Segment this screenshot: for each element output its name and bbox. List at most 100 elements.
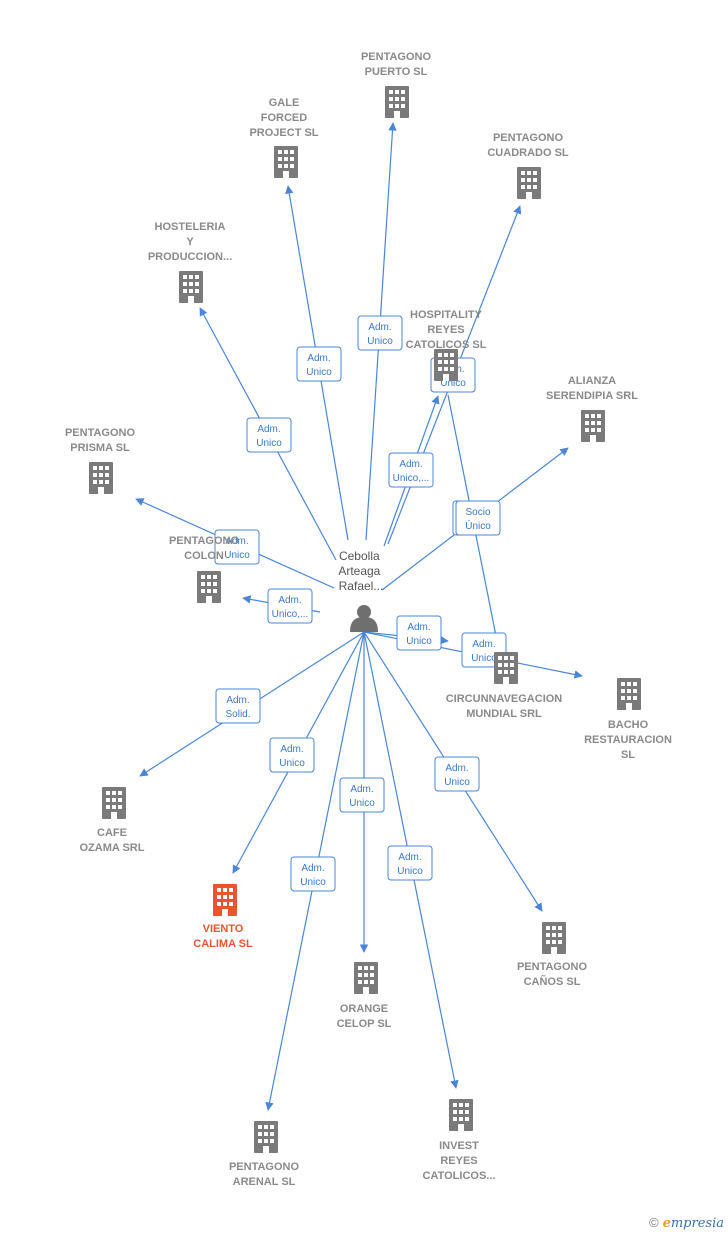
edge-label-hosteleria[interactable]: Adm.Unico xyxy=(246,417,292,453)
company-label-line: PROJECT SL xyxy=(249,127,318,139)
company-label-line: HOSPITALITY xyxy=(410,309,483,321)
copyright-symbol: © xyxy=(648,1215,659,1230)
edge-label-line: Unico xyxy=(471,653,497,664)
building-icon xyxy=(434,349,458,381)
edge-label-cafe-ozama[interactable]: Adm. Solid. xyxy=(215,688,261,724)
edge-label-line: Adm. xyxy=(407,622,430,633)
edge-label-line: Adm. xyxy=(225,536,248,547)
edge-label-line: Adm. xyxy=(472,639,495,650)
company-label-line: RESTAURACION xyxy=(584,734,672,746)
edge-label-pentagono-colon[interactable]: Adm.Unico,... xyxy=(267,588,313,624)
svg-text:Adm.Unico: Adm.Unico xyxy=(349,784,375,809)
company-label-line: ALIANZA xyxy=(568,375,616,387)
empresia-logo: empresia xyxy=(662,1216,724,1231)
svg-text:Adm.Unico: Adm. Unico xyxy=(406,622,432,647)
edge-label-line: Unico xyxy=(306,367,332,378)
edge-label-line: Unico xyxy=(406,636,432,647)
company-label-line: CALIMA SL xyxy=(193,938,253,950)
edge-label-invest-reyes[interactable]: Adm.Unico xyxy=(387,845,433,881)
edge-label-line: Adm. xyxy=(307,353,330,364)
svg-text:Adm.Solid.: Adm. Solid. xyxy=(225,695,250,720)
svg-text:Adm.Unico: Adm.Unico xyxy=(397,852,423,877)
edge-label-line: Unico xyxy=(444,777,470,788)
edge-label-line: Solid. xyxy=(225,709,250,720)
company-label-line: REYES xyxy=(427,324,464,336)
company-node-circunnavegacion[interactable]: CIRCUNNAVEGACION MUNDIAL SRL xyxy=(446,652,563,720)
edge-label-line: Unico,... xyxy=(393,473,430,484)
edge-label-pentagono-cuadrado[interactable]: Adm.Unico,... xyxy=(388,452,434,488)
company-label-line: SL xyxy=(621,749,635,761)
edge-label-line: Adm. xyxy=(257,424,280,435)
edge-label-line: Adm. xyxy=(368,322,391,333)
building-icon xyxy=(89,462,113,494)
company-label-line: PRISMA SL xyxy=(70,442,130,454)
edge-label-circunnavegacion[interactable]: Adm. Unico xyxy=(396,615,442,651)
company-label-line: OZAMA SRL xyxy=(80,842,145,854)
company-label-line: SERENDIPIA SRL xyxy=(546,390,638,402)
edge-label-pentagono-prisma[interactable]: Adm. Unico xyxy=(214,529,260,565)
company-label-line: MUNDIAL SRL xyxy=(466,708,542,720)
edge-label-pentagono-arenal[interactable]: Adm.Unico xyxy=(290,856,336,892)
svg-text:Adm.Unico: Adm. Unico xyxy=(306,353,332,378)
company-node-alianza[interactable]: ALIANZA SERENDIPIA SRL xyxy=(546,375,638,442)
svg-text:Adm.Unico,...: Adm.Unico,... xyxy=(393,459,430,484)
building-icon xyxy=(542,922,566,954)
edge-label-gale-forced[interactable]: Adm. Unico xyxy=(296,346,342,382)
building-icon xyxy=(274,146,298,178)
edge-label-line: Unico xyxy=(397,866,423,877)
edge-label-pentagono-canos[interactable]: Adm. Unico xyxy=(434,756,480,792)
edge-label-line: Adm. xyxy=(445,763,468,774)
edge-label-line: Socio xyxy=(465,507,490,518)
company-label-line: REYES xyxy=(440,1155,477,1167)
building-icon xyxy=(617,678,641,710)
company-label: CAFE OZAMA SRL xyxy=(80,827,145,854)
edge-label-line: Adm. xyxy=(350,784,373,795)
company-node-cafe-ozama[interactable]: CAFE OZAMA SRL xyxy=(80,787,145,854)
company-label-line: PUERTO SL xyxy=(365,66,428,78)
svg-text:Adm.Unico: Adm. Unico xyxy=(224,536,250,561)
edge-label-viento-calima[interactable]: Adm.Unico xyxy=(269,737,315,773)
company-label-line: CIRCUNNAVEGACION xyxy=(446,693,563,705)
company-label-line: PENTAGONO xyxy=(493,132,564,144)
person-icon xyxy=(350,605,378,632)
edge-label-line: Adm. xyxy=(226,695,249,706)
edge-label-orange-celop[interactable]: Adm.Unico xyxy=(339,777,385,813)
company-label-line: ARENAL SL xyxy=(233,1176,296,1188)
company-label-line: COLON xyxy=(184,550,224,562)
edge-label-line: Unico xyxy=(224,550,250,561)
company-label: CIRCUNNAVEGACION MUNDIAL SRL xyxy=(446,693,563,720)
edge-label-line: Unico,... xyxy=(272,609,309,620)
center-label-line: Rafael... xyxy=(339,579,384,593)
center-person[interactable]: Cebolla Arteaga Rafael... xyxy=(338,549,383,632)
company-label-line: CAFE xyxy=(97,827,127,839)
company-label-line: FORCED xyxy=(261,112,308,124)
company-label-line: HOSTELERIA xyxy=(155,221,226,233)
edge-label-pentagono-puerto[interactable]: Adm. Unico xyxy=(357,315,403,351)
building-icon xyxy=(449,1099,473,1131)
edge-label-line: Unico xyxy=(367,336,393,347)
